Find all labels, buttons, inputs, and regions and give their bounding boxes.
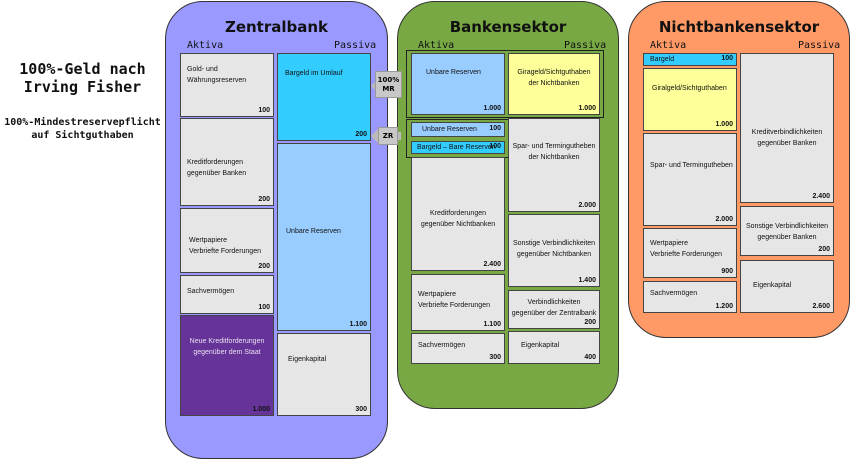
bank-wertpapiere-box: Wertpapiere Verbriefte Forderungen 1.100 — [411, 274, 505, 331]
bank-eigenkapital-label: Eigenkapital — [521, 342, 560, 349]
subtitle-line-2: auf Sichtguthaben — [31, 130, 134, 141]
zentralbank-aktiva-header: Aktiva — [187, 40, 224, 51]
bank-giralgeld-box: Girageld/Sichtguthaben der Nichtbanken 1… — [508, 53, 600, 115]
bank-giralgeld-label: Girageld/Sichtguthaben der Nichtbanken — [517, 69, 591, 87]
diagram-title: 100%-Geld nach Irving Fisher — [0, 60, 165, 96]
title-line-2: Irving Fisher — [23, 78, 142, 96]
nb-bargeld-label: Bargeld — [650, 56, 675, 63]
zb-reserven-value: 1.100 — [349, 321, 367, 328]
bank-sonstige-box: Sonstige Verbindlichkeiten gegenüber Nic… — [508, 214, 600, 287]
bank-unbare-reserven-label: Unbare Reserven — [426, 69, 481, 76]
bank-verbindlichkeiten-zb-value: 200 — [584, 319, 596, 326]
subtitle-line-1: 100%-Mindestreservepflicht — [4, 117, 161, 128]
bank-spar-box: Spar- und Termingutheben der Nichtbanken… — [508, 118, 600, 212]
nb-kredit-value: 2.400 — [812, 193, 830, 200]
bank-giralgeld-value: 1.000 — [578, 105, 596, 112]
zentralbank-passiva-header: Passiva — [334, 40, 377, 51]
nb-wertpapiere-value: 900 — [721, 268, 733, 275]
bankensektor-aktiva-header: Aktiva — [418, 40, 455, 51]
zb-gold-box: Gold- und Währungsreserven 100 — [180, 53, 274, 117]
zb-staat-label: Neue Kreditforderungen gegenüber dem Sta… — [189, 338, 265, 356]
zb-sachvermoegen-box: Sachvermögen 100 — [180, 275, 274, 314]
bank-wertpapiere-label: Wertpapiere Verbriefte Forderungen — [418, 291, 490, 309]
bank-kredit-box: Kreditforderungen gegenüber Nichtbanken … — [411, 157, 505, 271]
nb-eigenkapital-box: Eigenkapital 2.600 — [740, 260, 834, 313]
bank-sonstige-value: 1.400 — [578, 277, 596, 284]
bank-bargeld-box: Bargeld – Bare Reserven 100 — [411, 141, 505, 154]
zb-eigenkapital-value: 300 — [355, 406, 367, 413]
zb-staat-box: Neue Kreditforderungen gegenüber dem Sta… — [180, 315, 274, 416]
nb-spar-value: 2.000 — [715, 216, 733, 223]
bank-bargeld-value: 100 — [489, 143, 501, 150]
diagram-subtitle: 100%-Mindestreservepflicht auf Sichtguth… — [0, 116, 165, 142]
zr-connector-tag: ZR — [378, 127, 398, 145]
bankensektor-passiva-header: Passiva — [564, 40, 607, 51]
nb-eigenkapital-label: Eigenkapital — [753, 282, 792, 289]
bank-wertpapiere-value: 1.100 — [483, 321, 501, 328]
nichtbanken-passiva-header: Passiva — [798, 40, 841, 51]
bank-bargeld-label: Bargeld – Bare Reserven — [417, 144, 496, 151]
zb-sachvermoegen-label: Sachvermögen — [187, 288, 235, 295]
zb-eigenkapital-box: Eigenkapital 300 — [277, 333, 371, 416]
bank-verbindlichkeiten-zb-box: Verbindlichkeiten gegenüber der Zentralb… — [508, 290, 600, 329]
bank-kredit-label: Kreditforderungen gegenüber Nichtbanken — [420, 210, 496, 228]
bank-sachvermoegen-label: Sachvermögen — [418, 342, 466, 349]
zb-eigenkapital-label: Eigenkapital — [288, 356, 327, 363]
nb-spar-label: Spar- und Termingutheben — [650, 162, 733, 169]
nb-giralgeld-box: Giralgeld/Sichtguthaben 1.000 — [643, 68, 737, 131]
zb-bargeld-box: Bargeld im Umlauf 200 — [277, 53, 371, 141]
zb-gold-value: 100 — [258, 107, 270, 114]
bank-eigenkapital-value: 400 — [584, 354, 596, 361]
mr-connector-tag: 100% MR — [375, 71, 402, 98]
zb-bargeld-label: Bargeld im Umlauf — [285, 70, 343, 77]
bank-spar-value: 2.000 — [578, 202, 596, 209]
title-line-1: 100%-Geld nach — [19, 60, 146, 78]
nb-spar-box: Spar- und Termingutheben 2.000 — [643, 133, 737, 226]
zb-sachvermoegen-value: 100 — [258, 304, 270, 311]
bank-unbare-reserven-zr-label: Unbare Reserven — [422, 126, 477, 133]
nb-wertpapiere-box: Wertpapiere Verbriefte Forderungen 900 — [643, 228, 737, 278]
nb-eigenkapital-value: 2.600 — [812, 303, 830, 310]
nichtbanken-aktiva-header: Aktiva — [650, 40, 687, 51]
zb-wertpapiere-box: Wertpapiere Verbriefte Forderungen 200 — [180, 208, 274, 273]
zb-reserven-label: Unbare Reserven — [286, 228, 341, 235]
nb-kredit-label: Kreditverbindlichkeiten gegenüber Banken — [751, 129, 823, 147]
bank-eigenkapital-box: Eigenkapital 400 — [508, 331, 600, 364]
zb-wertpapiere-value: 200 — [258, 263, 270, 270]
bank-unbare-reserven-box: Unbare Reserven 1.000 — [411, 53, 505, 115]
zb-wertpapiere-label: Wertpapiere Verbriefte Forderungen — [189, 237, 261, 255]
nb-sachvermoegen-box: Sachvermögen 1.200 — [643, 281, 737, 313]
bank-spar-label: Spar- und Termingutheben der Nichtbanken — [512, 143, 596, 161]
nb-sachvermoegen-value: 1.200 — [715, 303, 733, 310]
nb-sonstige-value: 200 — [818, 246, 830, 253]
zb-staat-value: 1.000 — [252, 406, 270, 413]
bank-unbare-reserven-value: 1.000 — [483, 105, 501, 112]
bank-sachvermoegen-box: Sachvermögen 300 — [411, 333, 505, 364]
nb-bargeld-box: Bargeld 100 — [643, 53, 737, 66]
bank-sachvermoegen-value: 300 — [489, 354, 501, 361]
nb-wertpapiere-label: Wertpapiere Verbriefte Forderungen — [650, 240, 722, 258]
zb-kredit-box: Kreditforderungen gegenüber Banken 200 — [180, 118, 274, 206]
zb-bargeld-value: 200 — [355, 131, 367, 138]
zb-gold-label: Gold- und Währungsreserven — [187, 66, 247, 84]
bankensektor-title: Bankensektor — [449, 18, 567, 36]
nb-sonstige-label: Sonstige Verbindlichkeiten gegenüber Ban… — [745, 223, 829, 241]
nichtbanken-title: Nichtbankensektor — [658, 18, 820, 36]
nb-giralgeld-label: Giralgeld/Sichtguthaben — [652, 85, 727, 92]
bank-unbare-reserven-zr-value: 100 — [489, 125, 501, 132]
nb-bargeld-value: 100 — [721, 55, 733, 62]
nb-giralgeld-value: 1.000 — [715, 121, 733, 128]
zb-kredit-label: Kreditforderungen gegenüber Banken — [187, 159, 247, 177]
bank-verbindlichkeiten-zb-label: Verbindlichkeiten gegenüber der Zentralb… — [511, 299, 597, 317]
nb-kredit-box: Kreditverbindlichkeiten gegenüber Banken… — [740, 53, 834, 203]
bank-kredit-value: 2.400 — [483, 261, 501, 268]
bank-sonstige-label: Sonstige Verbindlichkeiten gegenüber Nic… — [512, 240, 596, 258]
nb-sachvermoegen-label: Sachvermögen — [650, 290, 698, 297]
zentralbank-title: Zentralbank — [224, 18, 329, 36]
bank-unbare-reserven-zr-box: Unbare Reserven 100 — [411, 122, 505, 137]
zb-reserven-box: Unbare Reserven 1.100 — [277, 143, 371, 331]
nb-sonstige-box: Sonstige Verbindlichkeiten gegenüber Ban… — [740, 206, 834, 256]
zb-kredit-value: 200 — [258, 196, 270, 203]
bank-reserve-frame-1 — [406, 50, 604, 118]
